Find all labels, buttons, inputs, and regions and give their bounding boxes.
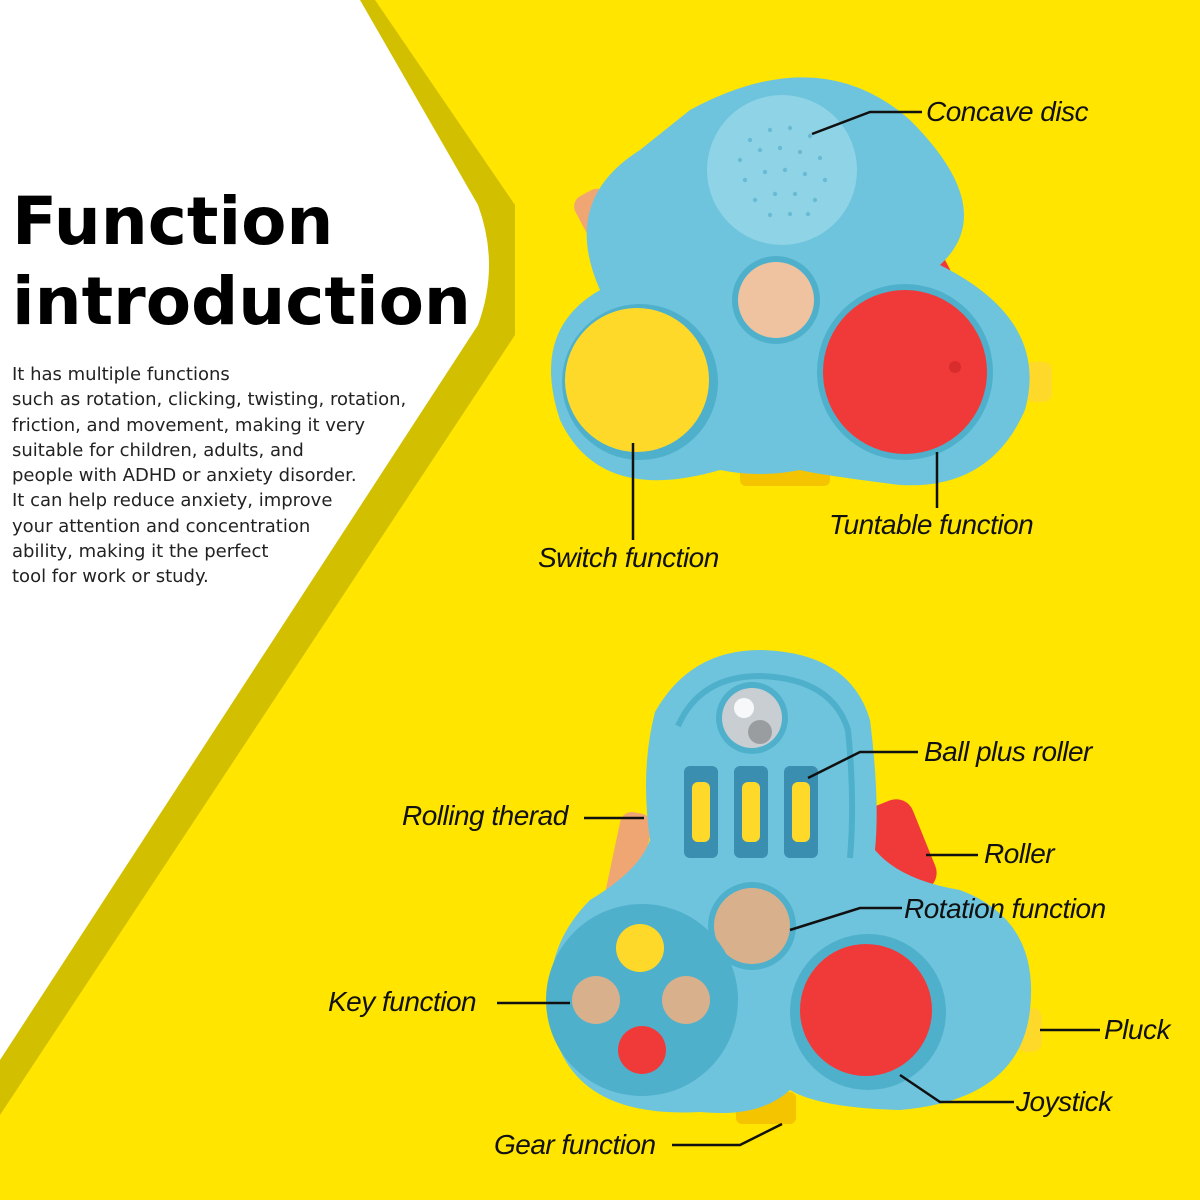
title-line-2: introduction xyxy=(12,263,471,340)
description-line: your attention and concentration xyxy=(12,515,311,537)
bottom-toy-inner xyxy=(675,672,856,859)
label-pluck: Pluck xyxy=(1104,1014,1170,1045)
label-rolling-thread: Rolling therad xyxy=(402,800,568,831)
bottom-leader-lines xyxy=(497,750,1100,1147)
description-line: It can help reduce anxiety, improve xyxy=(12,490,333,512)
concave-disc-dots xyxy=(737,125,828,218)
label-ball-plus-roller: Ball plus roller xyxy=(924,736,1092,767)
keypad-recess xyxy=(546,904,738,1096)
top-fidget-toy xyxy=(551,77,1052,486)
title-line-1: Function xyxy=(12,183,334,260)
roller-side xyxy=(863,799,937,897)
top-leader-lines xyxy=(631,110,939,540)
label-concave-disc: Concave disc xyxy=(926,96,1089,127)
rotation-disc[interactable] xyxy=(714,888,790,964)
key-top[interactable] xyxy=(616,924,664,972)
turntable-nub xyxy=(949,361,961,373)
joystick[interactable] xyxy=(800,944,932,1076)
white-panel xyxy=(0,0,489,1060)
description-line: people with ADHD or anxiety disorder. xyxy=(12,465,357,487)
key-bottom[interactable] xyxy=(618,1026,666,1074)
label-gear-function: Gear function xyxy=(494,1129,656,1160)
label-roller: Roller xyxy=(984,838,1055,869)
page-title: Function introduction xyxy=(12,182,471,342)
switch-button[interactable] xyxy=(565,308,709,452)
description: It has multiple functions such as rotati… xyxy=(12,362,432,590)
top-center-button[interactable] xyxy=(738,262,814,338)
description-line: tool for work or study. xyxy=(12,566,209,588)
metal-ball-shadow xyxy=(748,720,772,744)
key-right[interactable] xyxy=(662,976,710,1024)
key-left[interactable] xyxy=(572,976,620,1024)
description-line: such as rotation, clicking, twisting, ro… xyxy=(12,389,407,411)
top-pluck xyxy=(1026,362,1052,402)
roller-wheels[interactable] xyxy=(692,782,810,842)
label-switch-function: Switch function xyxy=(538,542,719,573)
label-joystick: Joystick xyxy=(1016,1086,1112,1117)
description-line: It has multiple functions xyxy=(12,364,230,385)
bottom-fidget-toy xyxy=(546,650,1042,1124)
description-line: ability, making it the perfect xyxy=(12,541,269,563)
metal-ball-shine xyxy=(734,698,754,718)
label-turntable-function: Tuntable function xyxy=(829,509,1034,540)
description-line: suitable for children, adults, and xyxy=(12,439,304,461)
concave-disc[interactable] xyxy=(707,95,857,245)
description-line: friction, and movement, making it very xyxy=(12,414,366,436)
label-rotation-function: Rotation function xyxy=(904,893,1106,924)
label-key-function: Key function xyxy=(328,986,477,1017)
turntable-button[interactable] xyxy=(823,290,987,454)
